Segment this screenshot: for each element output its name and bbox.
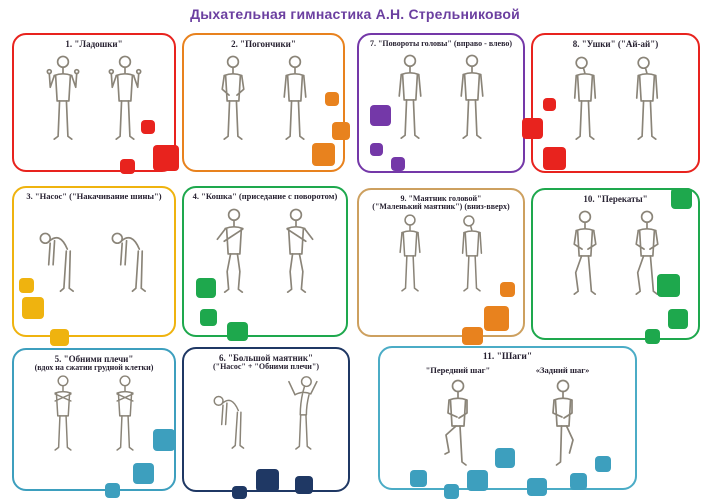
panel-10-perekaty: 10. "Перекаты" xyxy=(531,188,700,344)
decor-square xyxy=(120,159,135,174)
exercise-illustration xyxy=(184,53,343,147)
decor-square xyxy=(645,329,660,344)
figure-standing-icon xyxy=(398,54,422,140)
decor-square xyxy=(196,278,216,298)
panel-title: 3. "Насос" ("Накачивание шины") xyxy=(26,191,162,201)
figure-bend-forward-icon xyxy=(39,232,75,292)
figure-lean-back-icon xyxy=(288,376,318,450)
panel-11-shagi: 11. "Шаги" "Передний шаг" «Задний шаг» xyxy=(378,346,637,499)
figure-bend-forward-icon xyxy=(213,395,245,450)
panel-3-nasos: 3. "Насос" ("Накачивание шины") xyxy=(12,186,176,346)
decor-square xyxy=(325,92,339,106)
panel-title: 10. "Перекаты" xyxy=(583,194,648,204)
panel-subtitle: ("Маленький маятник") (вниз-вверх) xyxy=(372,202,510,212)
decor-square xyxy=(22,297,44,319)
panel-title: 7. "Повороты головы" (вправо - влево) xyxy=(369,39,513,48)
page-title: Дыхательная гимнастика А.Н. Стрельниково… xyxy=(190,6,520,22)
panel-2-pogonchiki: 2. "Погончики" xyxy=(182,33,350,172)
figure-squat-twist-icon xyxy=(216,208,244,293)
decor-square xyxy=(19,278,34,293)
exercise-illustration xyxy=(184,372,348,456)
exercise-illustration xyxy=(359,212,523,298)
decor-square xyxy=(444,484,459,499)
decor-square xyxy=(484,306,509,331)
figure-knee-up-icon xyxy=(444,379,468,466)
panel-title: 8. "Ушки" ("Ай-ай") xyxy=(572,39,659,49)
figure-standing-icon xyxy=(282,55,307,141)
decor-square xyxy=(462,327,483,345)
decor-square xyxy=(657,274,680,297)
panel-4-koshka: 4. "Кошка" (приседание с поворотом) xyxy=(182,186,348,341)
panel-title: 6. "Большой маятник" xyxy=(218,353,314,363)
figure-palms-up-icon xyxy=(46,55,80,141)
figure-standing-icon xyxy=(399,214,421,292)
panel-title: 11. "Шаги" xyxy=(482,352,533,362)
decor-square xyxy=(332,122,350,140)
exercise-illustration xyxy=(14,373,174,457)
decor-square xyxy=(133,463,154,484)
decor-square xyxy=(495,448,515,468)
panel-title: 1. "Ладошки" xyxy=(65,39,123,49)
figure-hug-shoulders-icon xyxy=(54,375,72,451)
decor-square xyxy=(570,473,587,490)
decor-square xyxy=(543,147,566,170)
panel-5-obnimi-plechi: 5. "Обними плечи" (вдох на сжатии грудно… xyxy=(12,348,176,498)
decor-square xyxy=(153,429,175,451)
panel-9-mayatnik-golovoy: 9. "Маятник головой" ("Маленький маятник… xyxy=(357,188,525,345)
front-step-figure: "Передний шаг" xyxy=(425,364,491,473)
figure-bend-forward-icon xyxy=(111,232,147,292)
decor-square xyxy=(527,478,547,496)
panel-subtitle: ("Насос" + "Обними плечи") xyxy=(212,362,320,372)
decor-square xyxy=(312,143,335,166)
decor-square xyxy=(522,118,543,139)
panel-8-ushki: 8. "Ушки" ("Ай-ай") xyxy=(522,33,700,173)
panel-1-ladoshki: 1. "Ладошки" xyxy=(12,33,179,174)
back-step-label: «Задний шаг» xyxy=(535,364,590,375)
decor-square xyxy=(141,120,155,134)
decor-square xyxy=(391,157,405,171)
panel-7-povoroty-golovy: 7. "Повороты головы" (вправо - влево) xyxy=(357,33,525,173)
decor-square xyxy=(668,309,688,329)
decor-square xyxy=(410,470,427,487)
figure-head-tilt-icon xyxy=(573,56,596,141)
panel-subtitle: (вдох на сжатии грудной клетки) xyxy=(34,363,154,373)
figure-squat-twist-icon xyxy=(286,208,314,293)
panel-title: 2. "Погончики" xyxy=(231,39,296,49)
decor-square xyxy=(295,476,313,494)
exercise-illustration: "Передний шаг" «Задний шаг» xyxy=(380,365,635,473)
decor-square xyxy=(370,143,383,156)
back-step-figure: «Задний шаг» xyxy=(535,364,590,473)
decor-square xyxy=(467,470,488,491)
exercise-illustration xyxy=(14,206,174,300)
decor-square xyxy=(256,469,279,492)
exercise-illustration xyxy=(533,53,698,147)
exercise-illustration xyxy=(359,52,523,146)
figure-hug-shoulders-icon xyxy=(116,375,134,451)
figure-fists-waist-icon xyxy=(220,55,245,141)
decor-square xyxy=(105,483,120,498)
panel-6-bolshoy-mayatnik: 6. "Большой маятник" ("Насос" + "Обними … xyxy=(182,347,350,499)
decor-square xyxy=(227,322,248,341)
panel-title: 9. "Маятник головой" xyxy=(400,194,482,203)
decor-square xyxy=(232,486,247,499)
figure-leg-back-icon xyxy=(551,379,574,466)
panel-title: 4. "Кошка" (приседание с поворотом) xyxy=(192,191,338,201)
decor-square xyxy=(153,145,179,171)
figure-standing-icon xyxy=(460,54,484,140)
decor-square xyxy=(500,282,515,297)
decor-square xyxy=(370,105,391,126)
decor-square xyxy=(671,188,692,209)
decor-square xyxy=(543,98,556,111)
decor-square xyxy=(200,309,217,326)
decor-square xyxy=(595,456,611,472)
figure-weight-roll-icon xyxy=(572,210,597,296)
figure-head-tilt-icon xyxy=(461,215,483,292)
decor-square xyxy=(50,329,69,346)
figure-head-tilt-icon xyxy=(635,56,658,141)
front-step-label: "Передний шаг" xyxy=(425,364,491,375)
panel-title: 5. "Обними плечи" xyxy=(54,354,134,364)
